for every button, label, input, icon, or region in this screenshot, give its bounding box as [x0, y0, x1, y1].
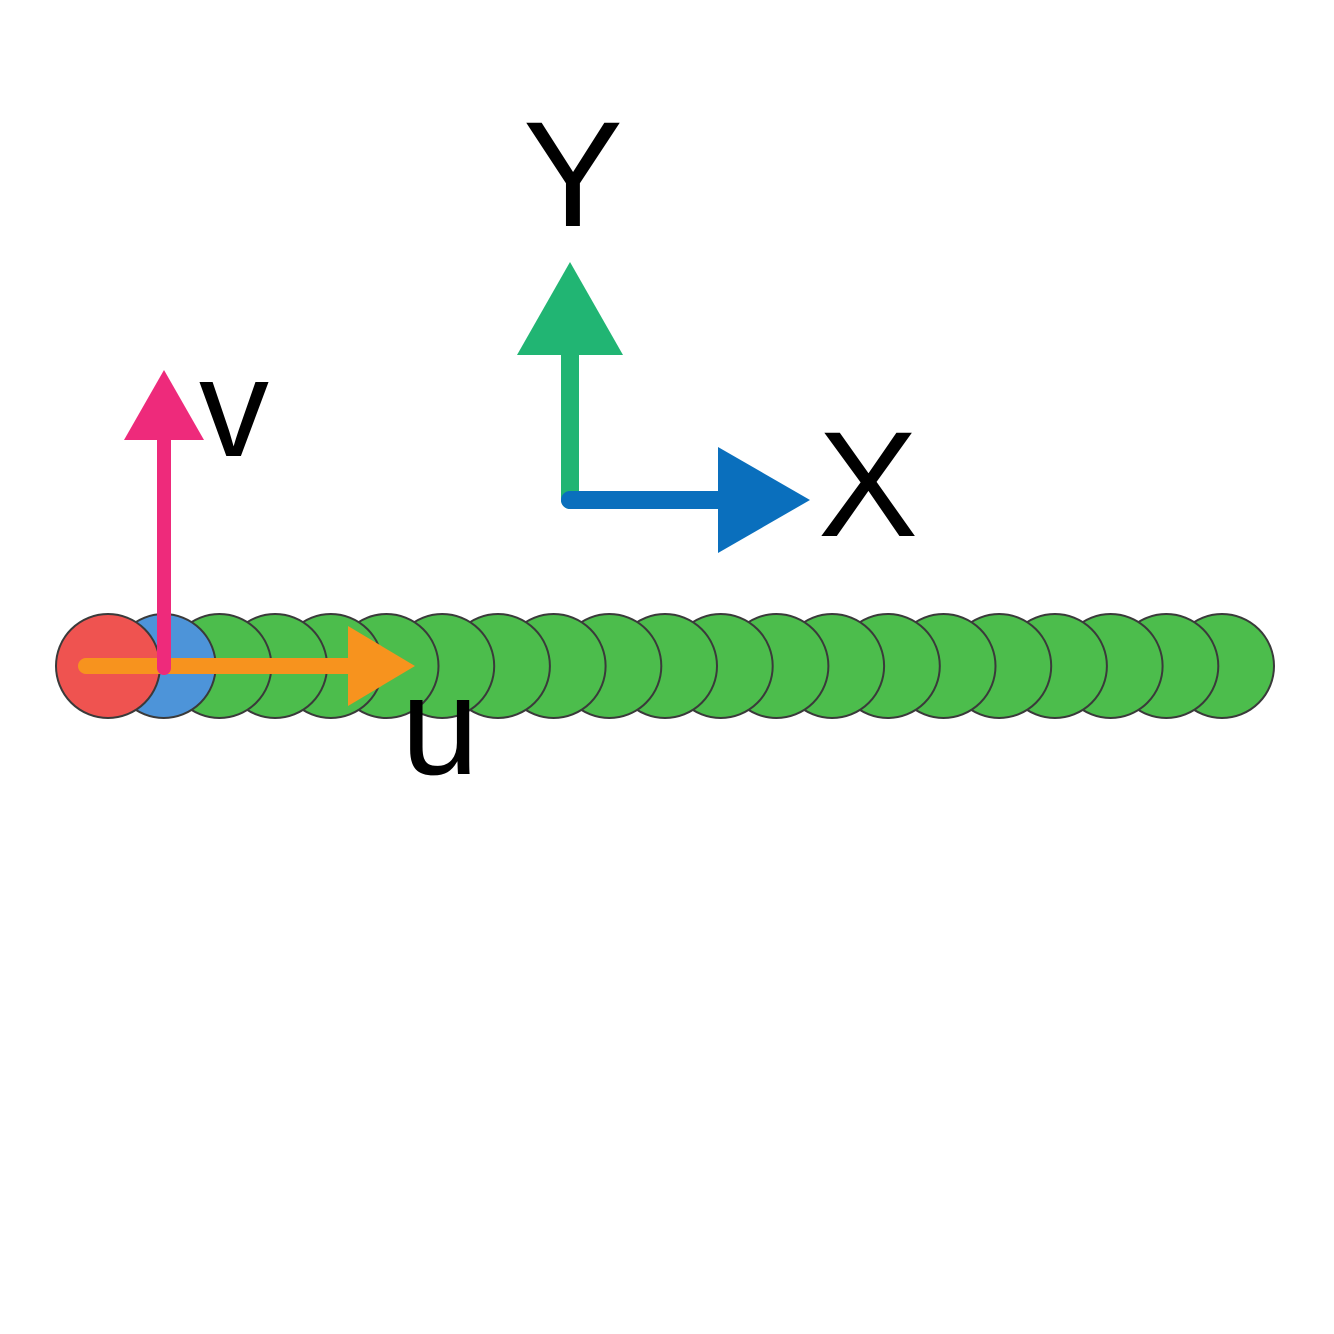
global-y-label: Y — [523, 90, 623, 258]
local-v-arrow — [124, 370, 204, 675]
local-u-label: u — [401, 647, 479, 804]
global-x-label: X — [818, 400, 918, 568]
local-u-arrow — [78, 626, 415, 706]
global-x-arrow — [561, 447, 810, 553]
local-v-label: v — [199, 329, 269, 486]
global-y-arrow — [517, 262, 623, 509]
